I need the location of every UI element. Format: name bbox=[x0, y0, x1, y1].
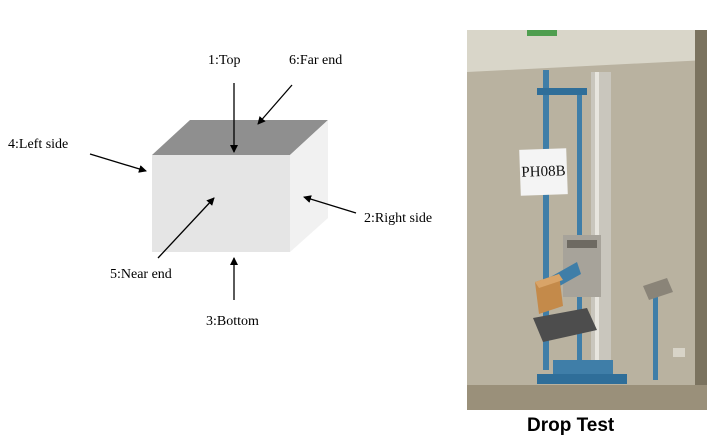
box-side-face bbox=[290, 120, 328, 252]
arrow-far-end bbox=[257, 84, 293, 125]
drop-test-scene bbox=[467, 30, 707, 410]
arrow-left-side bbox=[89, 153, 147, 173]
arrow-right-side bbox=[303, 195, 357, 214]
sample-label-sign: PH08B bbox=[519, 148, 568, 196]
arrow-near-end bbox=[157, 197, 215, 259]
drop-test-photo: PH08B bbox=[467, 30, 707, 410]
label-near-end: 5:Near end bbox=[110, 267, 172, 282]
label-left-side: 4:Left side bbox=[8, 137, 69, 152]
photo-caption: Drop Test bbox=[527, 415, 615, 436]
label-bottom: 3:Bottom bbox=[206, 314, 259, 329]
label-right-side: 2:Right side bbox=[364, 211, 433, 226]
label-top: 1:Top bbox=[208, 53, 241, 68]
label-far-end: 6:Far end bbox=[289, 53, 343, 68]
box-front-face bbox=[152, 155, 290, 252]
box-orientation-diagram bbox=[89, 83, 357, 300]
box-top-face bbox=[152, 120, 328, 155]
box-shape bbox=[152, 120, 328, 252]
